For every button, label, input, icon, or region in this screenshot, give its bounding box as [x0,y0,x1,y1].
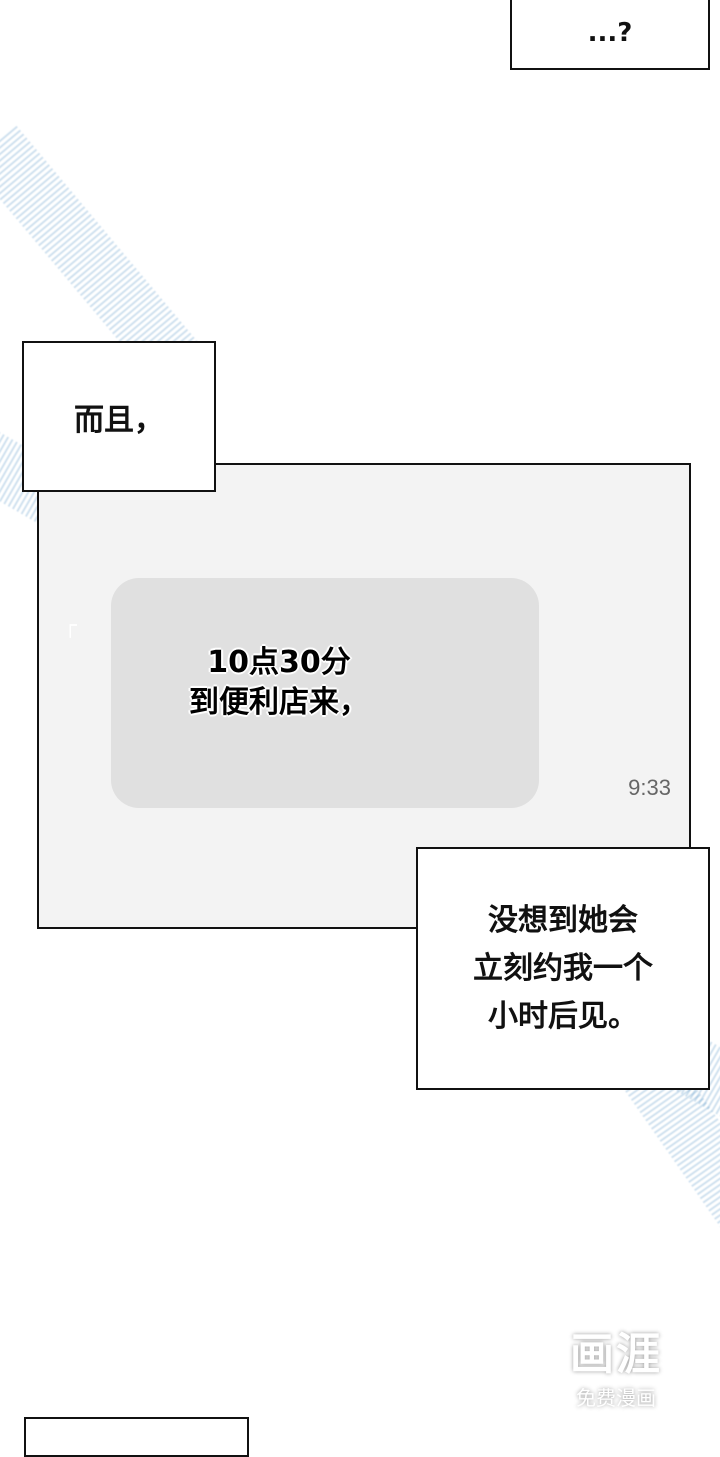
watermark-logo: 画涯 [570,1329,662,1380]
chat-message: 10点30分 到便利店来， [149,643,409,723]
narration-line: 立刻约我一个 [473,950,653,986]
message-line: 10点30分 [207,645,351,680]
next-panel-box [24,1417,249,1457]
watermark: 画涯 免费漫画 [570,1318,662,1411]
phone-screen-panel: ᄂ 10点30分 到便利店来， 9:33 [37,463,691,929]
watermark-tagline: 免费漫画 [576,1386,656,1410]
message-line: 到便利店来， [189,685,369,720]
narration-line: 没想到她会 [488,902,638,938]
narration-text: 而且， [74,402,164,438]
speech-text: ...? [587,18,633,48]
speech-box-top: ...? [510,0,710,70]
chat-bubble [111,578,539,808]
narration-box-2: 没想到她会 立刻约我一个 小时后见。 [416,847,710,1090]
message-timestamp: 9:33 [628,775,671,800]
side-glyph: ᄂ [54,620,80,642]
narration-line: 小时后见。 [488,998,638,1034]
narration-box-1: 而且， [22,341,216,492]
